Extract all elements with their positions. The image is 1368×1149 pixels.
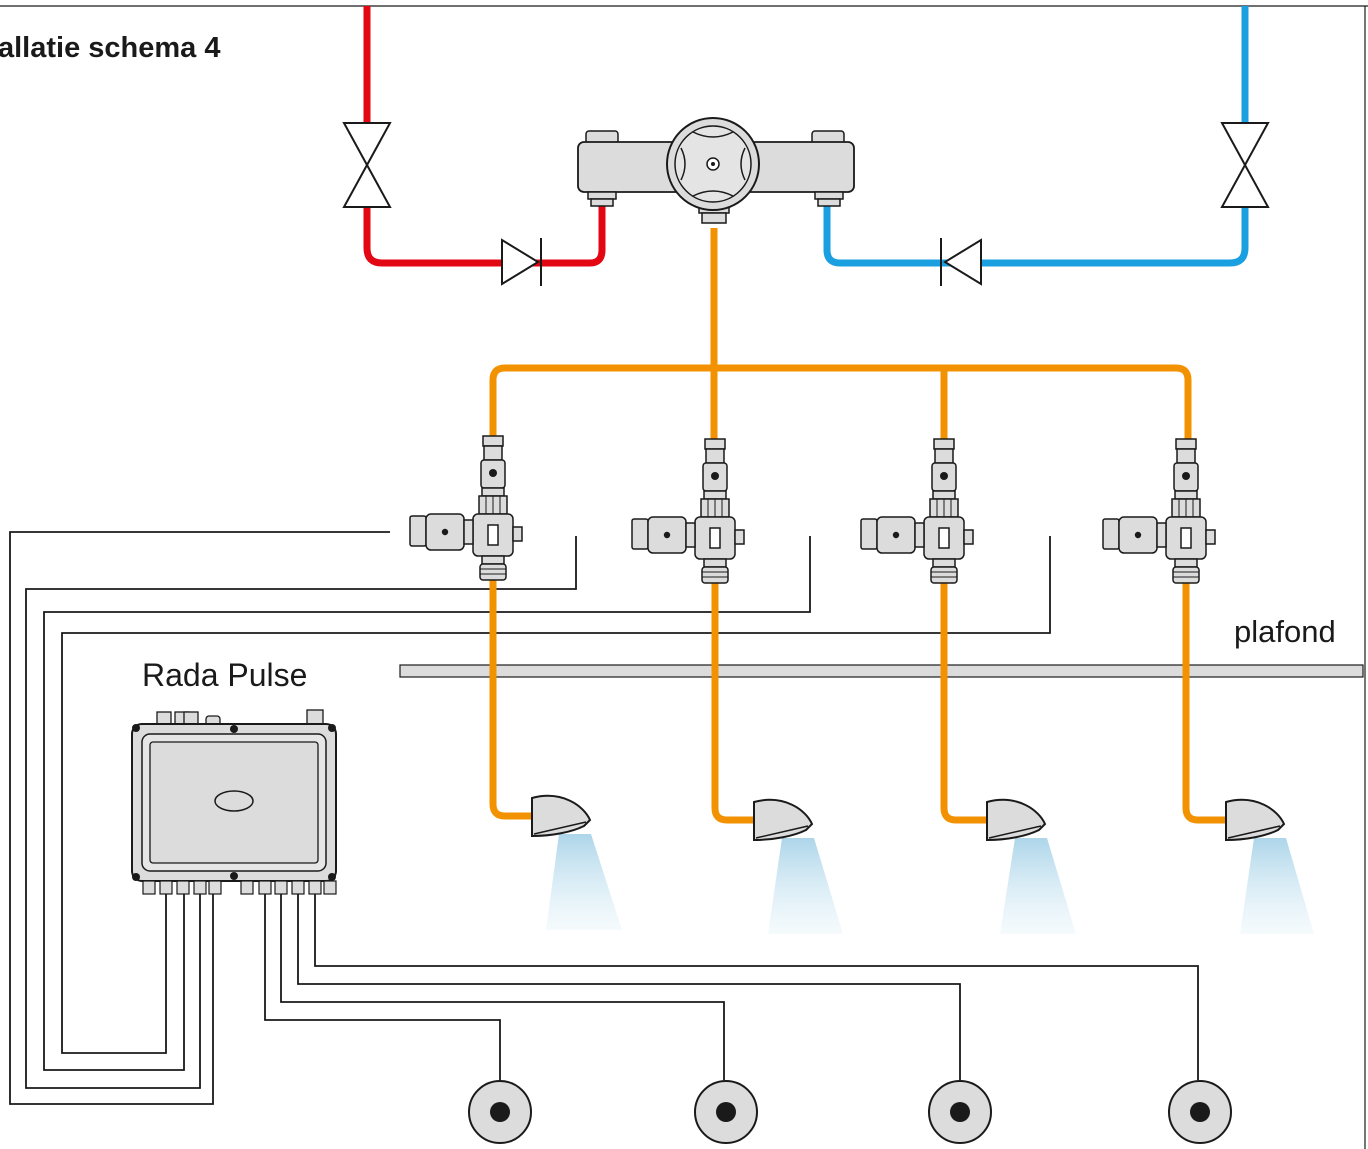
ceiling-label: plafond: [1234, 614, 1336, 649]
check-valve-hot-icon: [501, 238, 542, 286]
hot-pipe: [363, 6, 606, 267]
controller-label: Rada Pulse: [142, 657, 308, 693]
isolation-valve-hot-icon[interactable]: [342, 122, 392, 208]
control-box-icon: [131, 709, 337, 895]
frame-border: [0, 5, 1368, 1149]
page-title: allatie schema 4: [0, 32, 221, 64]
push-button-4-icon[interactable]: [1168, 1080, 1232, 1144]
spray-cones: [546, 834, 1314, 934]
shower-head-1-icon: [531, 794, 591, 837]
solenoid-valve-4-icon: [1102, 438, 1216, 584]
solenoid-valve-1-icon: [409, 435, 523, 581]
shower-head-2-icon: [753, 798, 813, 841]
solenoid-valve-3-icon: [860, 438, 974, 584]
isolation-valve-cold-icon[interactable]: [1220, 122, 1270, 208]
cold-pipe: [823, 6, 1249, 267]
shower-head-3-icon: [986, 798, 1046, 841]
thermostatic-mixer-icon: [577, 117, 855, 224]
push-button-3-icon[interactable]: [928, 1080, 992, 1144]
push-button-2-icon[interactable]: [694, 1080, 758, 1144]
solenoid-valve-2-icon: [631, 438, 745, 584]
check-valve-cold-icon: [940, 238, 982, 286]
ceiling-bar: [399, 664, 1364, 678]
control-wires: [9, 531, 1199, 1105]
push-button-1-icon[interactable]: [468, 1080, 532, 1144]
mixed-pipe: [489, 228, 1226, 824]
shower-head-4-icon: [1225, 798, 1285, 841]
